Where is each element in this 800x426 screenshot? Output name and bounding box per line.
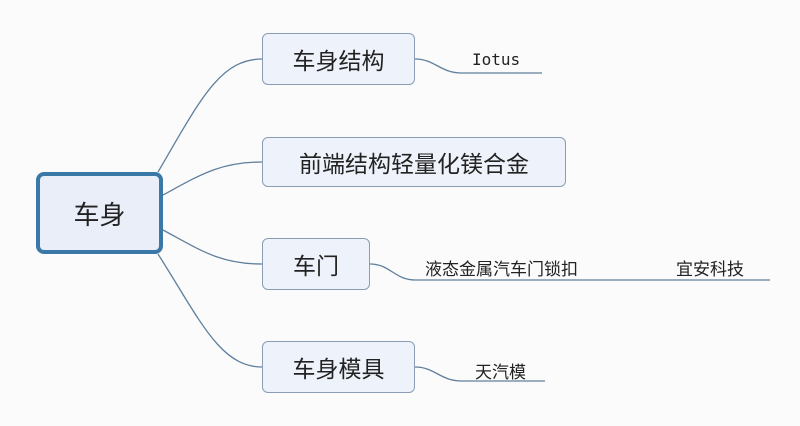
- branch-node-door[interactable]: 车门: [262, 238, 370, 290]
- branch-node-front-structure[interactable]: 前端结构轻量化镁合金: [262, 137, 566, 187]
- connector-root-branch-2: [162, 229, 263, 265]
- leaf-yian-tech[interactable]: 宜安科技: [676, 260, 744, 280]
- connector-root-branch-0: [157, 58, 263, 173]
- root-label: 车身: [73, 200, 126, 231]
- branch-node-body-structure[interactable]: 车身结构: [262, 33, 415, 85]
- branch-label: 车身模具: [292, 357, 385, 383]
- connector-root-branch-1: [162, 161, 263, 196]
- leaf-tianqimo[interactable]: 天汽模: [475, 363, 526, 383]
- branch-label: 前端结构轻量化镁合金: [299, 152, 529, 178]
- branch-label: 车身结构: [292, 49, 385, 75]
- connector-branch-0-leaf: [414, 58, 542, 74]
- root-node[interactable]: 车身: [36, 172, 163, 254]
- connector-branch-3-leaf: [414, 366, 545, 382]
- leaf-liquid-metal-door-lock[interactable]: 液态金属汽车门锁扣: [425, 260, 578, 280]
- leaf-iotus[interactable]: Iotus: [472, 50, 521, 69]
- branch-node-body-mold[interactable]: 车身模具: [262, 341, 415, 393]
- connector-root-branch-3: [157, 253, 263, 368]
- branch-label: 车门: [293, 254, 339, 280]
- connector-branch-2-leaf: [369, 263, 770, 281]
